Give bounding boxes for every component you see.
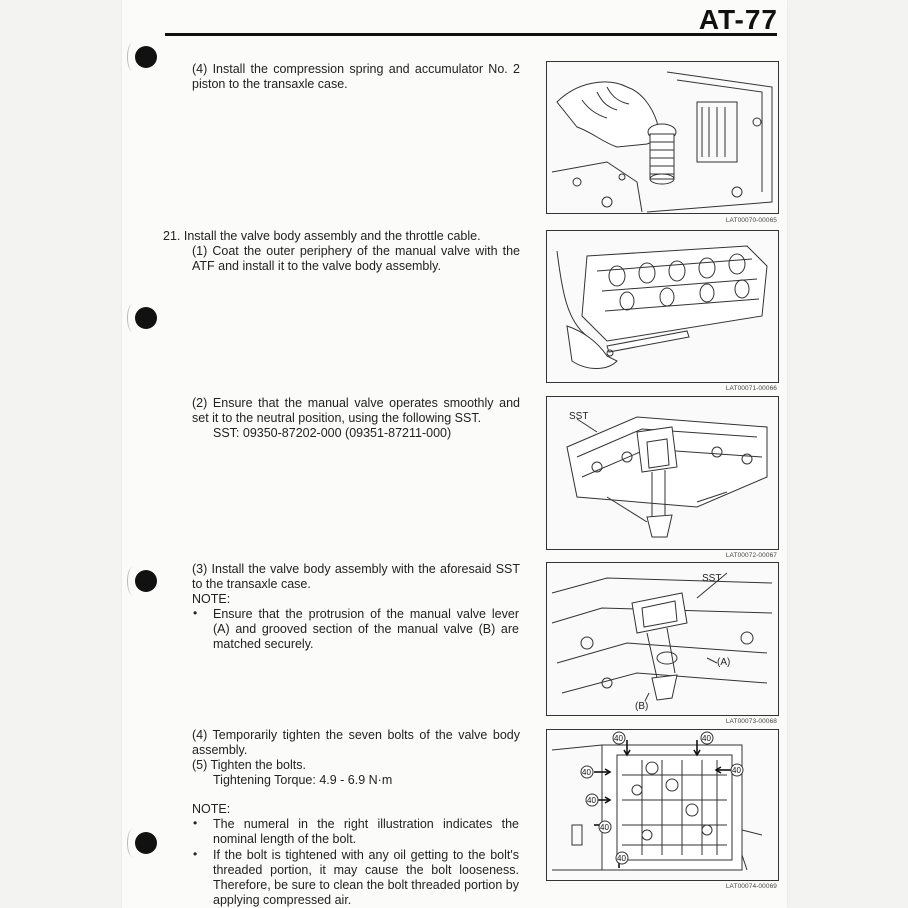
step-4-accumulator: (4) Install the compression spring and a…: [192, 62, 520, 91]
figure-caption: LAT00071-00066: [725, 385, 777, 392]
bolt-label: 40: [587, 796, 596, 805]
bolt-label: 40: [702, 734, 711, 743]
binder-hole: [127, 304, 157, 332]
bullet: •: [193, 606, 198, 620]
figure-caption: LAT00070-00065: [725, 217, 777, 224]
tightening-torque: Tightening Torque: 4.9 - 6.9 N·m: [213, 773, 393, 787]
figure-sst-install: SST (A) (B): [546, 562, 779, 716]
figure-bolt-locations: 40 40 40 40 40 40 40: [546, 729, 779, 881]
page-number: AT-77: [698, 4, 778, 35]
figure-sst-neutral: SST: [546, 396, 779, 550]
label-sst: SST: [702, 573, 721, 584]
figure-caption: LAT00072-00067: [725, 552, 777, 559]
bolt-label: 40: [617, 854, 626, 863]
bolt-label: 40: [582, 768, 591, 777]
bolt-label: 40: [732, 766, 741, 775]
note-label: NOTE:: [192, 592, 231, 606]
step-21-5: (5) Tighten the bolts.: [192, 758, 306, 772]
step-21-2: (2) Ensure that the manual valve operate…: [192, 396, 520, 425]
binder-hole: [127, 43, 157, 71]
label-a: (A): [717, 657, 730, 668]
figure-caption: LAT00074-00069: [725, 883, 777, 890]
step-21-title: 21. Install the valve body assembly and …: [163, 229, 481, 243]
bullet: •: [193, 847, 198, 861]
sst-number: SST: 09350-87202-000 (09351-87211-000): [213, 426, 452, 440]
label-b: (B): [635, 701, 648, 712]
bullet: •: [193, 816, 198, 830]
label-sst: SST: [569, 411, 588, 422]
binder-hole: [127, 567, 157, 595]
figure-caption: LAT00073-00068: [725, 718, 777, 725]
note-item-numeral: The numeral in the right illustration in…: [213, 817, 519, 846]
figure-manual-valve: [546, 230, 779, 383]
bolt-label: 40: [600, 823, 609, 832]
figure-accumulator-piston: [546, 61, 779, 214]
note-item-oil: If the bolt is tightened with any oil ge…: [213, 848, 519, 907]
step-21-3: (3) Install the valve body assembly with…: [192, 562, 520, 591]
note-label: NOTE:: [192, 802, 231, 816]
bolt-label: 40: [614, 734, 623, 743]
note-item-lever: Ensure that the protrusion of the manual…: [213, 607, 519, 651]
binder-hole: [127, 829, 157, 857]
step-21-1: (1) Coat the outer periphery of the manu…: [192, 244, 520, 273]
header-rule: [165, 33, 777, 36]
step-21-4: (4) Temporarily tighten the seven bolts …: [192, 728, 520, 757]
